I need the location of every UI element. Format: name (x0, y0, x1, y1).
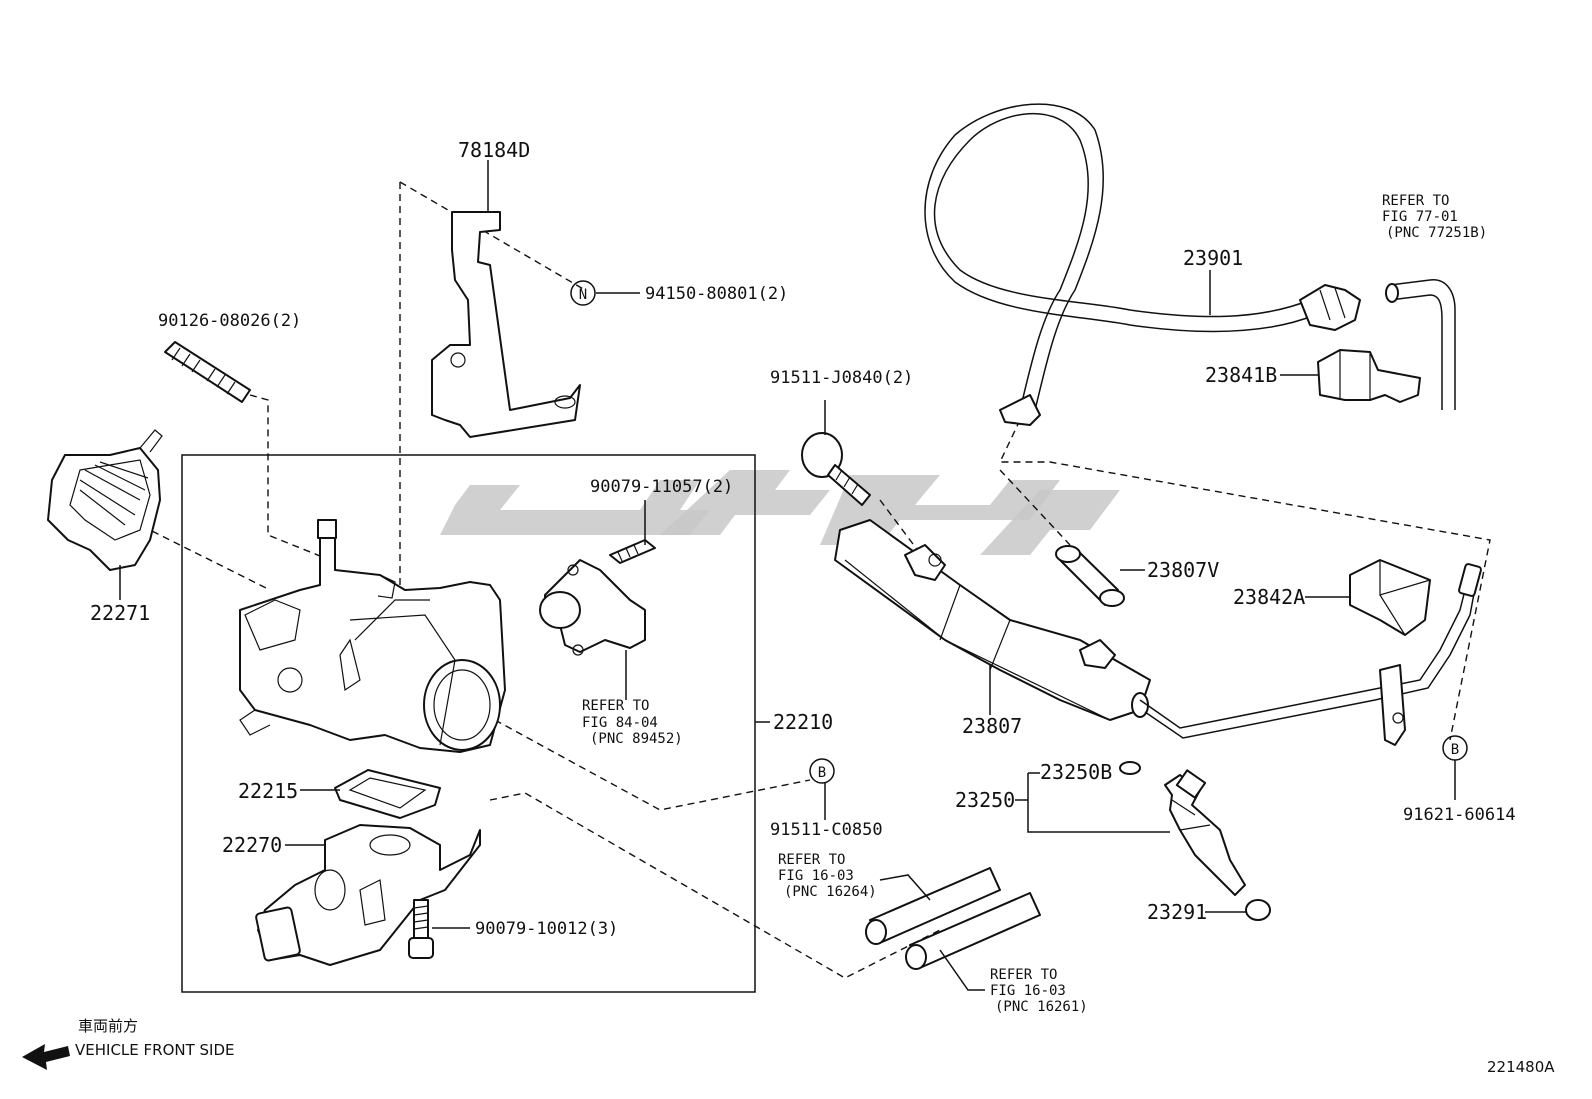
isc-valve (255, 824, 481, 966)
svg-text:車両前方: 車両前方 (78, 1017, 138, 1035)
svg-text:REFER TO: REFER TO (778, 852, 845, 868)
label-23807V[interactable]: 23807V (1147, 558, 1219, 582)
svg-text:N: N (579, 287, 587, 303)
label-22271[interactable]: 22271 (90, 601, 150, 625)
label-91511-C0850[interactable]: 91511-C0850 (770, 820, 883, 840)
screw-bolt (408, 899, 434, 959)
label-78184D[interactable]: 78184D (458, 138, 530, 162)
label-22210[interactable]: 22210 (773, 710, 833, 734)
refer-fig-84-04[interactable]: REFER TO FIG 84-04 (PNC 89452) (582, 698, 683, 747)
svg-text:FIG 16-03: FIG 16-03 (990, 983, 1066, 999)
flange-bolt (801, 432, 871, 506)
svg-text:(PNC 16261): (PNC 16261) (995, 999, 1088, 1015)
svg-text:(PNC 16264): (PNC 16264) (784, 884, 877, 900)
svg-text:(PNC 77251B): (PNC 77251B) (1386, 225, 1487, 241)
arrow-left-icon (22, 1044, 70, 1070)
gasket-22271 (47, 429, 163, 571)
diagram-id: 221480A (1487, 1058, 1555, 1076)
marker-b-left: B (809, 758, 835, 784)
refer-fig-16-03-a[interactable]: REFER TO FIG 16-03 (PNC 16264) (778, 852, 877, 900)
stud-bolt (164, 341, 251, 403)
label-23901[interactable]: 23901 (1183, 246, 1243, 270)
ventilation-hoses (865, 867, 1041, 970)
clip-23842A (1349, 559, 1431, 636)
refer-fig-77-01[interactable]: REFER TO FIG 77-01 (PNC 77251B) (1382, 193, 1487, 241)
svg-text:REFER TO: REFER TO (1382, 193, 1449, 209)
fuel-hose (924, 103, 1361, 426)
label-91621[interactable]: 91621-60614 (1403, 805, 1516, 825)
throttle-body (239, 519, 506, 753)
marker-n: N (570, 280, 596, 306)
svg-text:VEHICLE FRONT SIDE: VEHICLE FRONT SIDE (75, 1041, 235, 1059)
label-94150[interactable]: 94150-80801(2) (645, 284, 788, 304)
svg-text:(PNC 89452): (PNC 89452) (590, 731, 683, 747)
fuel-injector (1119, 761, 1246, 896)
throttle-sensor (539, 539, 656, 656)
label-22270[interactable]: 22270 (222, 833, 282, 857)
delivery-pipe (834, 519, 1151, 721)
svg-text:FIG 84-04: FIG 84-04 (582, 715, 658, 731)
o-ring-23291 (1245, 899, 1271, 921)
label-22215[interactable]: 22215 (238, 779, 298, 803)
bracket-78184D (431, 211, 581, 438)
leader-lines (119, 160, 1456, 991)
label-90079-11057[interactable]: 90079-11057(2) (590, 477, 733, 497)
label-91511-J0840[interactable]: 91511-J0840(2) (770, 368, 913, 388)
svg-text:B: B (1451, 742, 1459, 758)
clip-23841B (1317, 349, 1421, 403)
svg-text:B: B (818, 765, 826, 781)
assembly-box (181, 454, 756, 993)
label-23807[interactable]: 23807 (962, 714, 1022, 738)
label-23291[interactable]: 23291 (1147, 900, 1207, 924)
label-23841B[interactable]: 23841B (1205, 363, 1277, 387)
svg-text:REFER TO: REFER TO (582, 698, 649, 714)
label-23250[interactable]: 23250 (955, 788, 1015, 812)
vehicle-front-indicator: 車両前方 VEHICLE FRONT SIDE (22, 1017, 235, 1070)
fuel-pipe (1139, 563, 1482, 746)
refer-fig-16-03-b[interactable]: REFER TO FIG 16-03 (PNC 16261) (990, 967, 1088, 1015)
return-pipe (1385, 279, 1456, 410)
svg-text:REFER TO: REFER TO (990, 967, 1057, 983)
pulsation-damper (1055, 545, 1125, 607)
label-23842A[interactable]: 23842A (1233, 585, 1305, 609)
gasket-22215 (334, 769, 441, 819)
svg-text:FIG 77-01: FIG 77-01 (1382, 209, 1458, 225)
svg-text:FIG 16-03: FIG 16-03 (778, 868, 854, 884)
marker-b-right: B (1442, 735, 1468, 761)
label-90126[interactable]: 90126-08026(2) (158, 311, 301, 331)
label-23250B[interactable]: 23250B (1040, 760, 1112, 784)
label-90079-10012[interactable]: 90079-10012(3) (475, 919, 618, 939)
